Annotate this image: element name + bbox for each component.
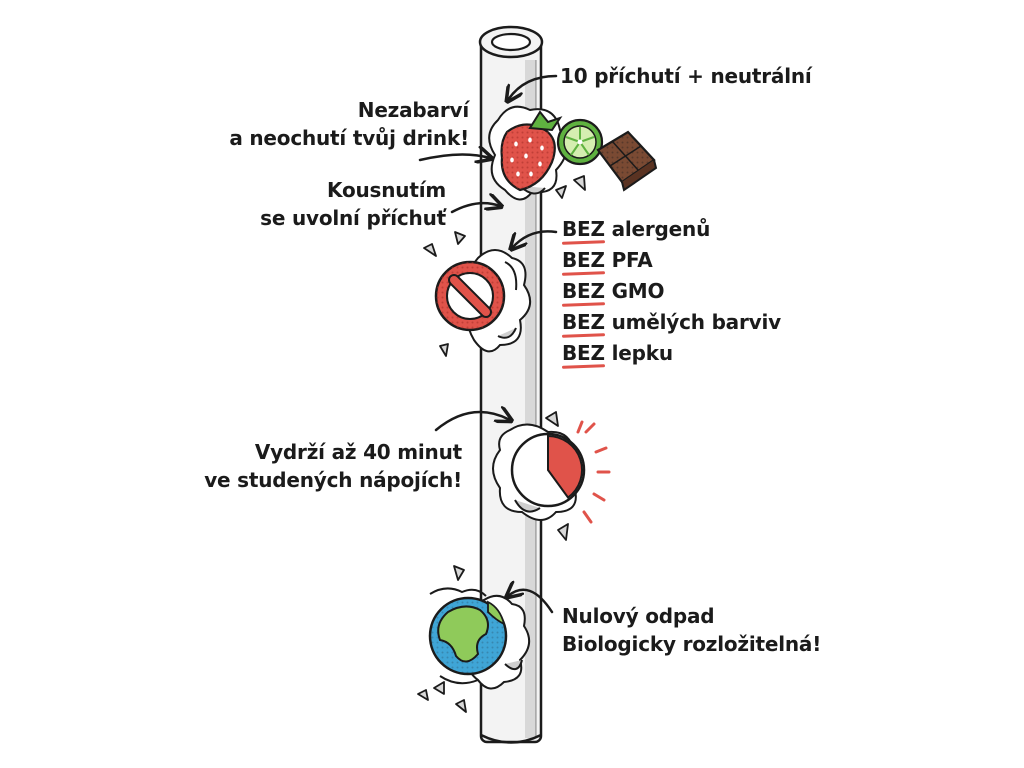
- arrow-free-from: [512, 230, 558, 248]
- eco-label: Nulový odpad Biologicky rozložitelná!: [562, 602, 821, 658]
- flavors-text: 10 příchutí + neutrální: [560, 64, 812, 88]
- duration-label: Vydrží až 40 minut ve studených nápojích…: [204, 438, 462, 494]
- duration-line1: Vydrží až 40 minut: [254, 440, 462, 464]
- free-from-item-text: lepku: [604, 341, 673, 365]
- arrow-eco: [508, 590, 554, 614]
- free-from-item-text: GMO: [604, 279, 665, 303]
- strawberry-icon: [500, 110, 563, 192]
- free-from-item-text: alergenů: [604, 217, 711, 241]
- timer-fill: [547, 434, 583, 499]
- duration-line2: ve studených nápojích!: [204, 468, 462, 492]
- free-from-prefix: BEZ: [562, 245, 605, 276]
- free-from-item: BEZ PFA: [562, 245, 781, 276]
- free-from-prefix: BEZ: [562, 307, 605, 338]
- free-from-item-text: umělých barviv: [604, 310, 782, 334]
- straw: [478, 25, 544, 744]
- shards: [417, 175, 586, 713]
- no-sign-icon: [434, 260, 506, 332]
- timer-icon: [510, 420, 611, 524]
- free-from-item: BEZ umělých barviv: [562, 307, 781, 338]
- free-from-item: BEZ GMO: [562, 276, 781, 307]
- flavors-label: 10 příchutí + neutrální: [560, 62, 812, 90]
- no-color-line1: Nezabarví: [357, 98, 469, 122]
- arrow-no-color: [418, 154, 490, 160]
- lime-icon: [556, 118, 604, 166]
- free-from-item: BEZ alergenů: [562, 214, 781, 245]
- eco-line1: Nulový odpad: [562, 604, 715, 628]
- bite-label: Kousnutím se uvolní příchuť: [260, 176, 446, 232]
- arrow-bite: [450, 203, 500, 214]
- no-color-line2: a neochutí tvůj drink!: [229, 126, 469, 150]
- free-from-prefix: BEZ: [562, 338, 605, 369]
- bite-line2: se uvolní příchuť: [260, 206, 446, 230]
- free-from-item: BEZ lepku: [562, 338, 781, 369]
- arrow-duration: [434, 412, 510, 432]
- arrows: [418, 74, 558, 614]
- globe-icon: [428, 587, 508, 685]
- eco-line2: Biologicky rozložitelná!: [562, 632, 822, 656]
- no-color-label: Nezabarví a neochutí tvůj drink!: [229, 96, 469, 152]
- free-from-item-text: PFA: [604, 248, 653, 272]
- bite-line1: Kousnutím: [327, 178, 446, 202]
- arrow-flavors: [508, 74, 558, 100]
- free-from-prefix: BEZ: [562, 214, 605, 245]
- free-from-prefix: BEZ: [562, 276, 605, 307]
- chocolate-icon: [596, 130, 658, 192]
